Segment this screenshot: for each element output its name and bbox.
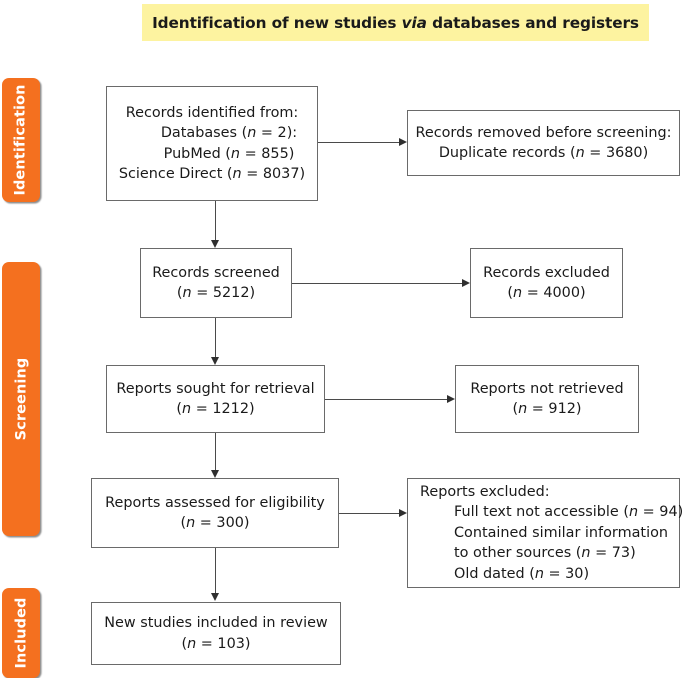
italic-n: n: [534, 565, 544, 582]
arrowhead-assessed-to-reports-excluded: [399, 509, 407, 517]
line-post: = 30): [543, 565, 590, 582]
title-banner: Identification of new studies via databa…: [142, 4, 649, 41]
box-reports-not-retrieved: Reports not retrieved (n = 912): [455, 365, 639, 433]
line-post: = 855): [240, 145, 295, 162]
box-reports-assessed-for-eligibility: Reports assessed for eligibility (n = 300…: [91, 478, 339, 548]
connector-assessed-to-included: [215, 548, 217, 594]
line-post: = 94): [638, 504, 684, 521]
italic-n: n: [186, 515, 196, 531]
line-pre: (: [507, 285, 514, 301]
box-line-1: (n = 300): [180, 513, 249, 533]
connector-identified-to-screened: [215, 201, 217, 241]
line-post: = 1212): [191, 401, 255, 417]
line-post: = 73): [590, 545, 636, 562]
line-post: = 300): [195, 515, 250, 531]
line-pre: Old dated (: [454, 565, 535, 582]
line-pre: Databases (: [160, 125, 248, 142]
connector-identified-to-removed: [318, 142, 400, 144]
line-pre: PubMed (: [163, 145, 231, 162]
box-line-1: (n = 912): [512, 399, 581, 419]
title-suffix: databases and registers: [426, 13, 639, 32]
stage-bar-screening: Screening: [2, 262, 40, 536]
italic-n: n: [182, 401, 192, 417]
line-pre: (: [512, 401, 519, 417]
italic-n: n: [581, 545, 591, 562]
connector-sought-to-assessed: [215, 433, 217, 471]
italic-n: n: [513, 285, 523, 301]
box-line-2: Contained similar information to other s…: [420, 523, 673, 564]
box-new-studies-included: New studies included in review (n = 103): [91, 602, 341, 665]
box-line-1: (n = 5212): [177, 283, 255, 303]
italic-n: n: [247, 125, 257, 142]
line-pre: Full text not accessible (: [454, 504, 629, 521]
italic-n: n: [232, 165, 242, 182]
box-records-screened: Records screened (n = 5212): [140, 248, 292, 318]
box-line-0: Records screened: [152, 264, 280, 281]
arrowhead-screened-to-sought: [211, 357, 219, 365]
line-pre: (: [176, 285, 183, 301]
arrowhead-identified-to-screened: [211, 240, 219, 248]
connector-assessed-to-reports-excluded: [339, 513, 400, 515]
line-post: = 912): [527, 401, 582, 417]
box-reports-excluded: Reports excluded: Full text not accessibl…: [407, 478, 683, 588]
box-line-0: New studies included in review: [104, 615, 328, 632]
stage-label-included: Included: [13, 597, 29, 669]
box-line-0: Reports excluded:: [420, 483, 550, 500]
italic-n: n: [187, 635, 197, 652]
arrowhead-sought-to-assessed: [211, 470, 219, 478]
line-post: = 4000): [522, 285, 586, 301]
page-title: Identification of new studies via databa…: [152, 14, 639, 32]
box-line-3: Science Direct (n = 8037): [119, 164, 305, 184]
box-line-1: Full text not accessible (n = 94): [420, 502, 683, 522]
line-post: = 103): [196, 635, 251, 652]
line-pre: (: [180, 515, 187, 531]
box-line-1: (n = 4000): [507, 283, 585, 303]
line-pre: Science Direct (: [118, 165, 233, 182]
box-line-0: Reports sought for retrieval: [116, 380, 315, 397]
box-reports-sought-for-retrieval: Reports sought for retrieval (n = 1212): [106, 365, 325, 433]
stage-bar-identification: Identification: [2, 78, 40, 202]
italic-n: n: [182, 285, 192, 301]
box-line-0: Records excluded: [483, 264, 610, 281]
box-line-1: (n = 1212): [176, 399, 254, 419]
italic-n: n: [230, 145, 241, 162]
box-line-1: Duplicate records (n = 3680): [439, 143, 648, 163]
line-post: = 3680): [584, 145, 649, 161]
arrowhead-sought-to-not-retrieved: [447, 395, 455, 403]
box-records-identified: Records identified from:Databases (n = 2…: [106, 86, 318, 201]
line-pre: Contained similar information to other s…: [454, 524, 668, 562]
italic-n: n: [628, 504, 639, 521]
box-line-0: Reports assessed for eligibility: [105, 494, 325, 511]
arrowhead-assessed-to-included: [211, 593, 219, 601]
box-records-excluded: Records excluded (n = 4000): [470, 248, 623, 318]
line-pre: (: [176, 401, 183, 417]
line-post: = 5212): [191, 285, 256, 301]
line-post: = 8037): [241, 165, 306, 182]
box-line-2: PubMed (n = 855): [130, 144, 295, 164]
connector-sought-to-not-retrieved: [325, 399, 448, 401]
connector-screened-to-excluded: [292, 283, 463, 285]
box-line-1: Databases (n = 2):: [127, 123, 297, 143]
stage-label-identification: Identification: [13, 84, 30, 196]
arrowhead-screened-to-excluded: [462, 279, 470, 287]
line-post: = 2):: [256, 125, 298, 142]
italic-n: n: [575, 145, 585, 161]
box-line-3: Old dated (n = 30): [420, 564, 673, 584]
box-line-0: Records identified from:: [125, 104, 299, 121]
connector-screened-to-sought: [215, 318, 217, 358]
line-pre: Duplicate records (: [438, 145, 576, 161]
box-line-0: Reports not retrieved: [470, 380, 624, 397]
title-prefix: Identification of new studies: [152, 13, 402, 32]
title-italic-via: via: [401, 13, 427, 32]
line-pre: (: [181, 635, 188, 652]
box-line-0: Records removed before screening:: [415, 124, 672, 141]
box-records-removed-before-screening: Records removed before screening: Duplica…: [407, 110, 680, 176]
box-line-1: (n = 103): [181, 634, 250, 654]
italic-n: n: [518, 401, 528, 417]
stage-bar-included: Included: [2, 588, 40, 678]
arrowhead-identified-to-removed: [399, 138, 407, 146]
stage-label-screening: Screening: [13, 357, 30, 441]
